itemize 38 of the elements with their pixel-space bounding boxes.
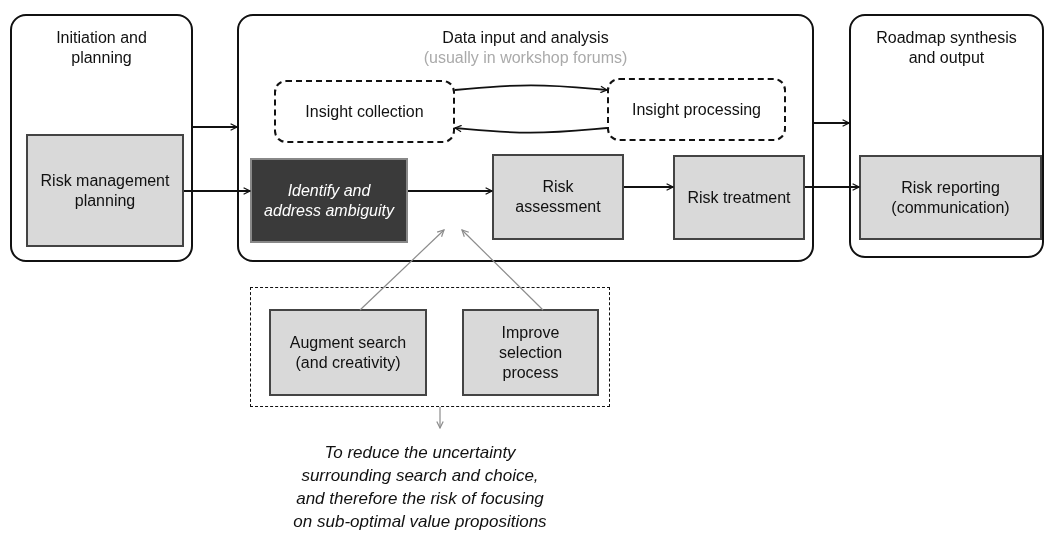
- process-box: [859, 155, 1042, 240]
- dashed-group-box: [250, 287, 610, 407]
- process-box: [462, 309, 599, 396]
- arrow: [436, 406, 444, 429]
- dashed-process-box: [607, 78, 786, 141]
- box-label: Risk treatment: [687, 187, 791, 208]
- arrow: [804, 183, 860, 191]
- panel-subheading: (usually in workshop forums): [422, 48, 629, 68]
- panel-heading: Initiation and planning: [55, 28, 148, 68]
- phase-panel: [237, 14, 814, 262]
- box-label: Improve selection process: [497, 322, 564, 383]
- box-label: Risk management planning: [40, 170, 170, 211]
- process-box: [492, 154, 624, 240]
- dashed-process-box: [274, 80, 455, 143]
- phase-panel: [10, 14, 193, 262]
- arrow: [454, 124, 608, 134]
- arrow: [359, 229, 445, 311]
- arrow: [461, 229, 544, 311]
- process-box: [269, 309, 427, 396]
- box-label: Augment search (and creativity): [288, 332, 408, 373]
- box-label: Insight collection: [304, 101, 425, 122]
- arrow: [183, 187, 251, 195]
- panel-heading: Roadmap synthesis and output: [875, 28, 1018, 68]
- italic-note: To reduce the uncertainty surrounding search and choice, and therefore the risk of focusing on sub-optimal value propositions: [292, 441, 548, 533]
- arrow: [454, 84, 608, 94]
- box-label: Risk assessment: [514, 177, 602, 217]
- phase-panel: [849, 14, 1044, 258]
- arrow: [192, 123, 238, 131]
- box-label: Insight processing: [631, 99, 762, 120]
- highlight-box: [250, 158, 408, 243]
- process-box: [26, 134, 184, 247]
- process-box: [673, 155, 805, 240]
- arrow: [407, 187, 493, 195]
- box-label: Identify and address ambiguity: [264, 180, 394, 221]
- arrow: [623, 183, 674, 191]
- box-label: Risk reporting (communication): [890, 177, 1011, 218]
- arrow: [813, 119, 850, 127]
- panel-heading: Data input and analysis: [441, 28, 610, 48]
